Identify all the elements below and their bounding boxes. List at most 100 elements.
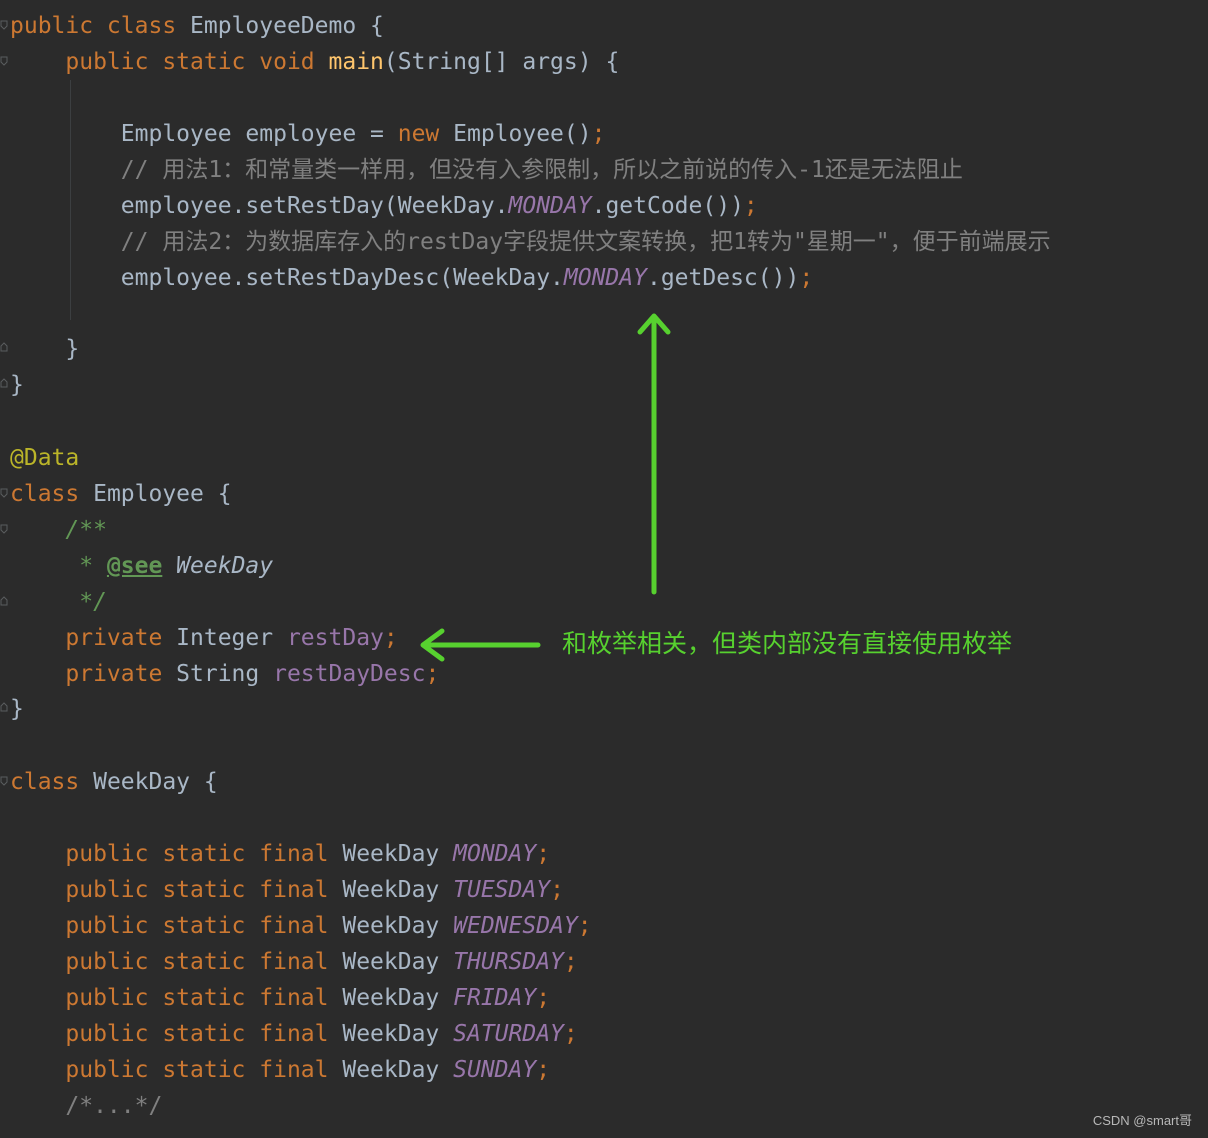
code-token: ; [799, 265, 814, 291]
fold-marker-icon[interactable] [0, 596, 8, 606]
code-token: ; [591, 121, 606, 147]
code-token: public static final [10, 985, 343, 1011]
code-line[interactable]: class Employee { [10, 476, 232, 512]
code-line[interactable]: */ [10, 584, 107, 620]
code-line[interactable]: Employee employee = new Employee(); [10, 116, 606, 152]
code-line[interactable]: employee.setRestDayDesc(WeekDay.MONDAY.g… [10, 260, 813, 296]
code-token: public static final [10, 1057, 343, 1083]
fold-marker-icon[interactable] [0, 342, 8, 352]
code-token: ; [563, 949, 578, 975]
code-token: .getCode()) [591, 193, 744, 219]
code-line[interactable]: /** [10, 512, 107, 548]
code-token: FRIDAY [453, 985, 537, 1011]
code-token: @see [106, 553, 163, 579]
code-token: WeekDay [342, 1021, 454, 1047]
code-line[interactable]: // 用法1：和常量类一样用，但没有入参限制，所以之前说的传入-1还是无法阻止 [10, 152, 963, 188]
code-token: public static final [10, 913, 343, 939]
code-token: public class [10, 13, 191, 39]
indent-guide [70, 80, 71, 320]
code-token: MONDAY [453, 841, 537, 867]
code-line[interactable]: employee.setRestDay(WeekDay.MONDAY.getCo… [10, 188, 758, 224]
code-token: EmployeeDemo { [190, 13, 384, 39]
code-token: public static final [10, 1021, 343, 1047]
code-token: */ [10, 589, 107, 615]
code-token: ; [536, 985, 551, 1011]
code-token: TUESDAY [453, 877, 551, 903]
code-token: String [176, 661, 274, 687]
code-token: /*...*/ [10, 1093, 163, 1119]
code-token: ; [425, 661, 440, 687]
code-token: WeekDay [342, 985, 454, 1011]
code-token: WEDNESDAY [453, 913, 578, 939]
code-token: Integer [176, 625, 287, 651]
fold-marker-icon[interactable] [0, 702, 8, 712]
fold-marker-icon[interactable] [0, 20, 8, 30]
code-token: class [10, 481, 94, 507]
code-token: WeekDay [342, 1057, 454, 1083]
code-token: ; [743, 193, 758, 219]
code-token: main [328, 49, 384, 75]
code-token: } [10, 696, 24, 722]
callout-label: 和枚举相关，但类内部没有直接使用枚举 [562, 629, 1013, 658]
code-line[interactable]: } [10, 331, 79, 367]
code-line[interactable]: } [10, 691, 24, 727]
code-token: private [10, 625, 177, 651]
code-line[interactable]: public static void main(String[] args) { [10, 44, 619, 80]
code-line[interactable]: public static final WeekDay TUESDAY; [10, 872, 564, 908]
left-arrow-icon [420, 628, 541, 662]
code-token: Employee() [453, 121, 592, 147]
code-token: SATURDAY [453, 1021, 564, 1047]
code-line[interactable]: public static final WeekDay SATURDAY; [10, 1016, 578, 1052]
code-token: /** [10, 517, 107, 543]
code-token: restDay [286, 625, 384, 651]
code-token: new [397, 121, 454, 147]
code-line[interactable]: public static final WeekDay FRIDAY; [10, 980, 550, 1016]
code-line[interactable]: // 用法2：为数据库存入的restDay字段提供文案转换，把1转为"星期一"，… [10, 224, 1051, 260]
code-token: public static final [10, 841, 343, 867]
code-line[interactable]: private Integer restDay; [10, 620, 398, 656]
fold-marker-icon[interactable] [0, 776, 8, 786]
code-token: ; [563, 1021, 578, 1047]
fold-marker-icon[interactable] [0, 378, 8, 388]
code-line[interactable]: public static final WeekDay MONDAY; [10, 836, 550, 872]
code-token: MONDAY [563, 265, 647, 291]
code-token: WeekDay [342, 841, 454, 867]
code-token: // 用法2：为数据库存入的restDay字段提供文案转换，把1转为"星期一"，… [10, 229, 1051, 255]
code-line[interactable]: class WeekDay { [10, 764, 218, 800]
code-token: employee.setRestDayDesc(WeekDay. [10, 265, 564, 291]
code-token: .getDesc()) [646, 265, 800, 291]
code-token: Employee { [93, 481, 232, 507]
code-line[interactable]: * @see WeekDay [10, 548, 273, 584]
code-token: restDayDesc [273, 661, 426, 687]
code-line[interactable]: public static final WeekDay SUNDAY; [10, 1052, 550, 1088]
up-arrow-icon [637, 313, 671, 595]
code-token: WeekDay [162, 553, 274, 579]
code-token: WeekDay [342, 913, 454, 939]
code-line[interactable]: } [10, 367, 24, 403]
code-line[interactable]: public class EmployeeDemo { [10, 8, 384, 44]
fold-marker-icon[interactable] [0, 488, 8, 498]
code-token: * [10, 553, 107, 579]
fold-marker-icon[interactable] [0, 524, 8, 534]
code-token: MONDAY [508, 193, 592, 219]
code-line[interactable]: private String restDayDesc; [10, 656, 439, 692]
code-token: WeekDay [342, 949, 454, 975]
code-token: ; [383, 625, 398, 651]
code-token: public static final [10, 877, 343, 903]
code-line[interactable]: public static final WeekDay WEDNESDAY; [10, 908, 591, 944]
code-token: WeekDay [342, 877, 454, 903]
code-line[interactable]: /*...*/ [10, 1088, 162, 1124]
code-token: @Data [10, 445, 80, 471]
code-token: // 用法1：和常量类一样用，但没有入参限制，所以之前说的传入-1还是无法阻止 [10, 157, 963, 183]
code-token: } [10, 372, 24, 398]
code-token: SUNDAY [453, 1057, 537, 1083]
fold-marker-icon[interactable] [0, 56, 8, 66]
watermark: CSDN @smart哥 [1092, 1113, 1192, 1128]
code-line[interactable]: public static final WeekDay THURSDAY; [10, 944, 578, 980]
code-line[interactable]: @Data [10, 440, 79, 476]
code-token: class [10, 769, 94, 795]
code-token: WeekDay { [93, 769, 218, 795]
code-token: THURSDAY [453, 949, 564, 975]
